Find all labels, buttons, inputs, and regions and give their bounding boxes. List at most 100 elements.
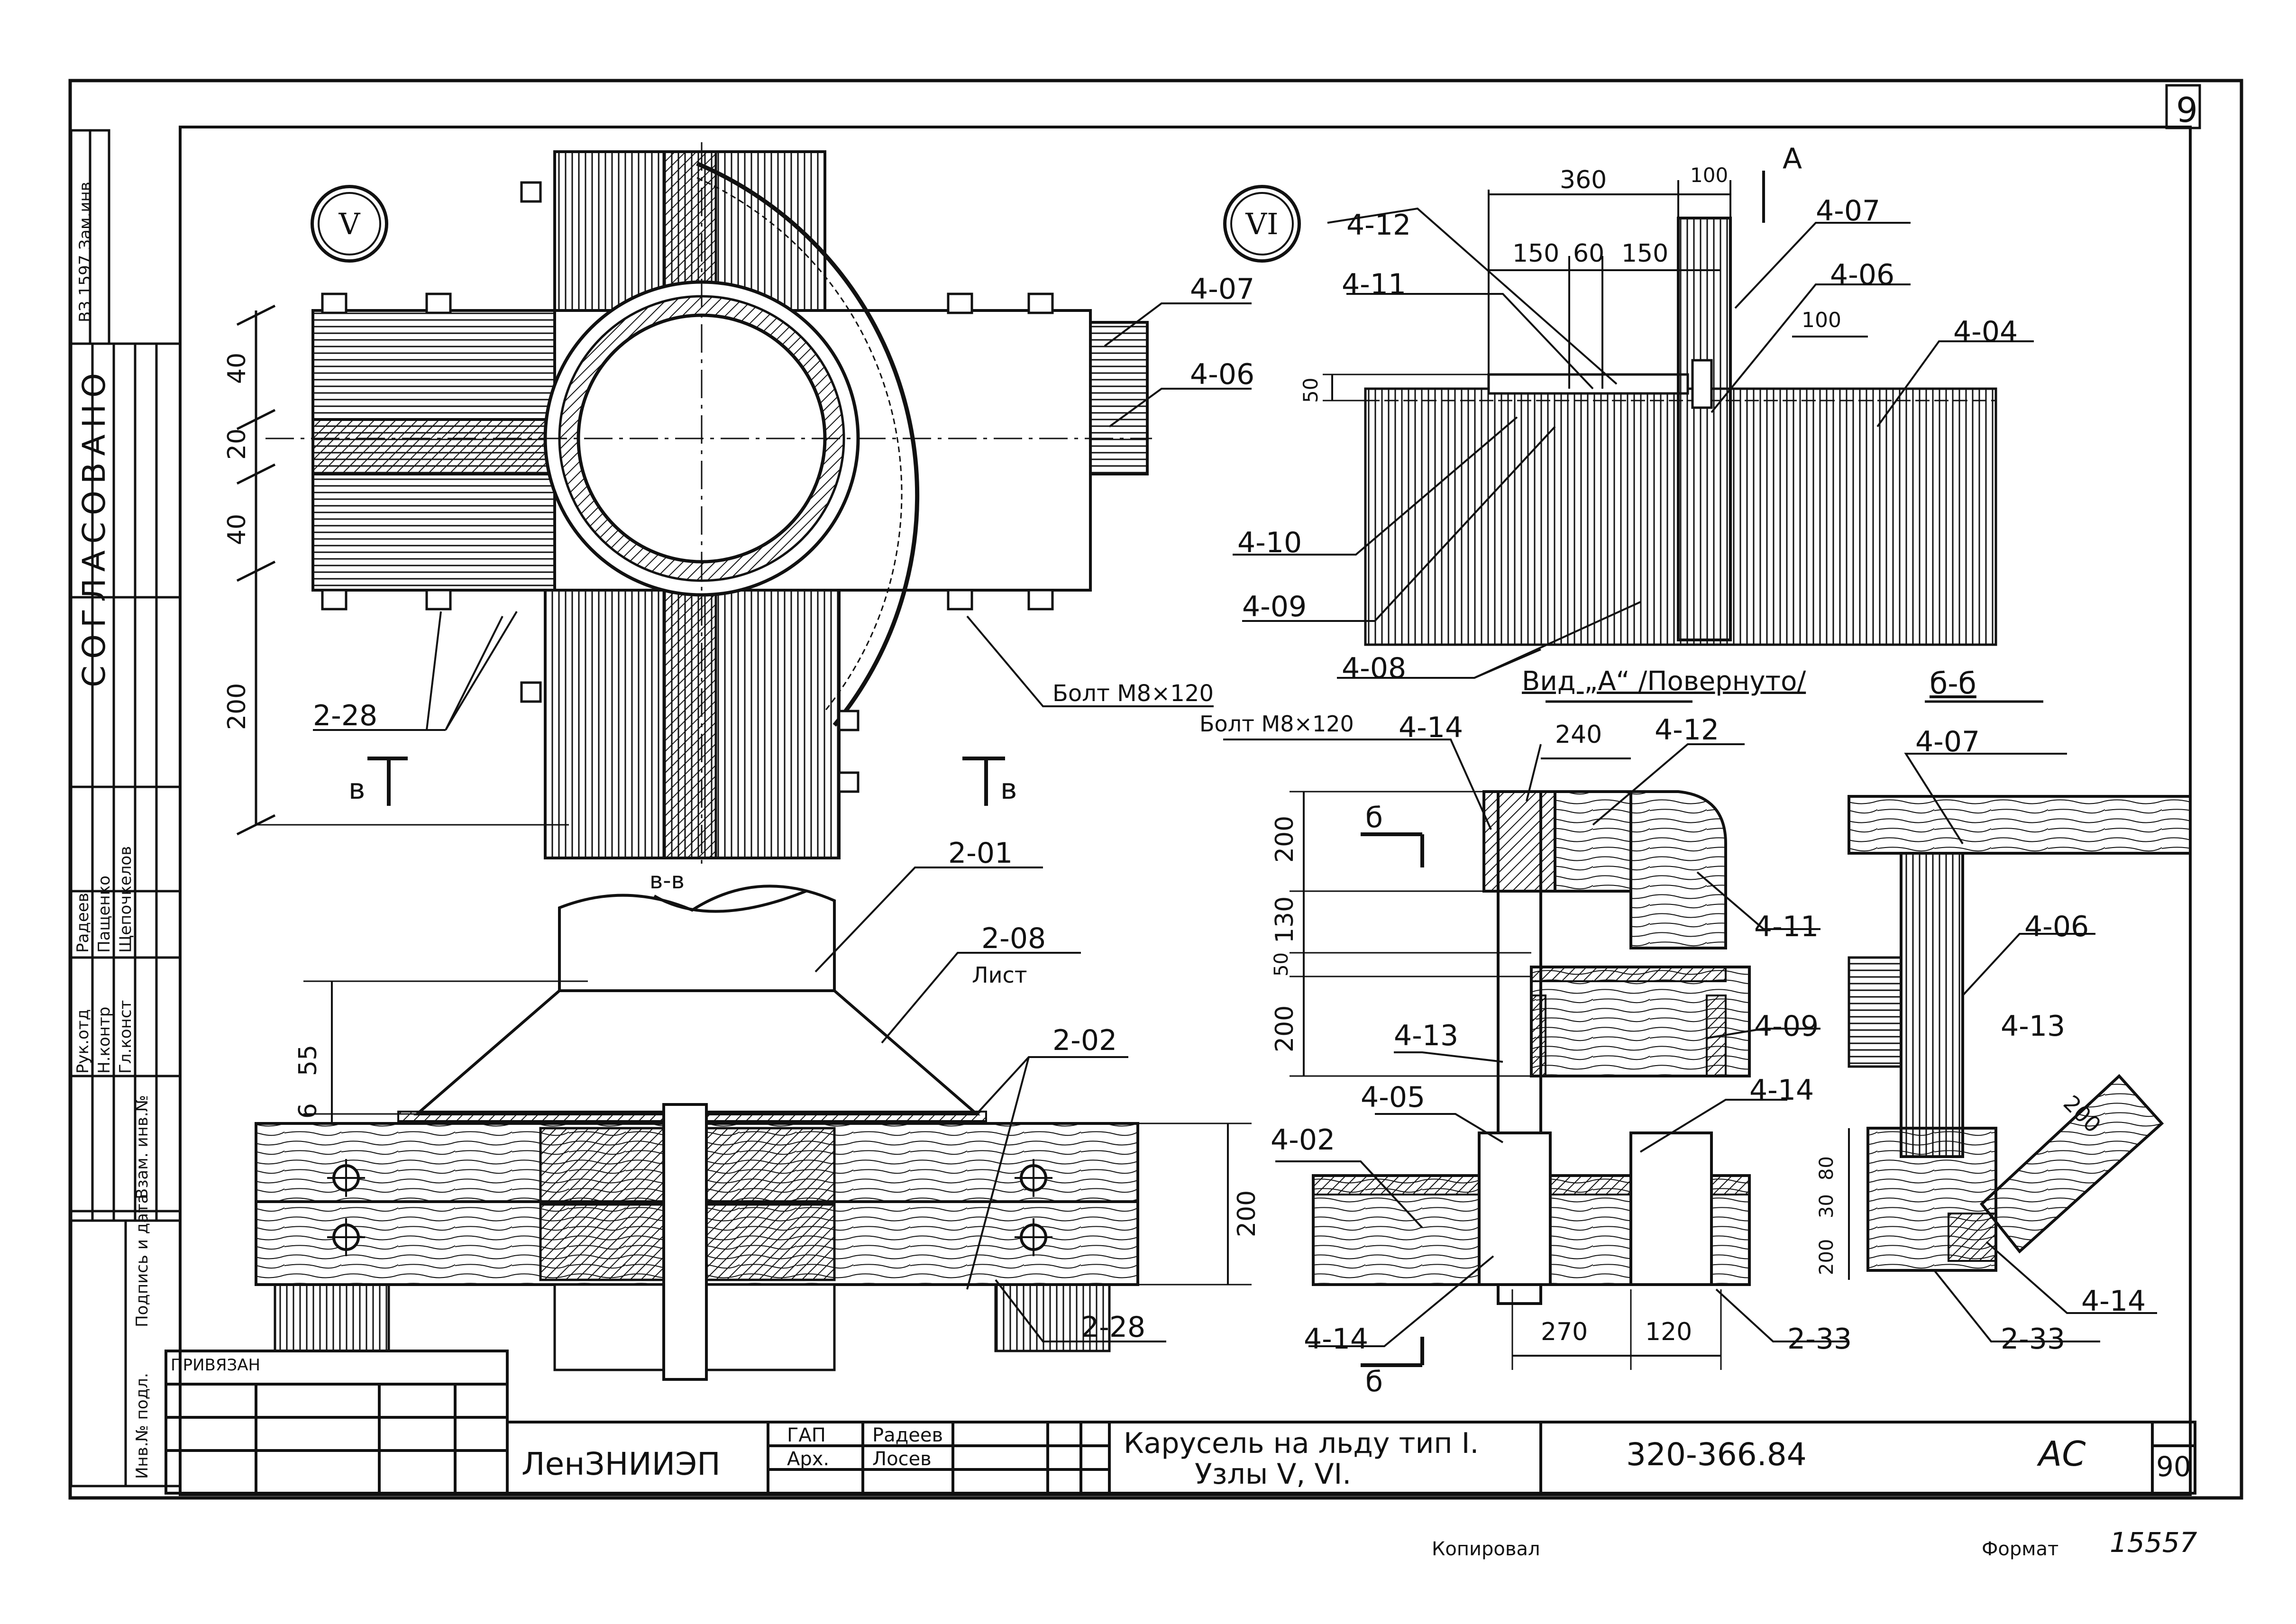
- section-bb-label-2-33a: 2-33: [1787, 1323, 1852, 1356]
- stage-code: АС: [2039, 1434, 2086, 1474]
- arch-name: Лосев: [872, 1448, 932, 1470]
- section-vv-label-2-08: 2-08: [981, 922, 1046, 955]
- node-vi-view-title: Вид „А“ /Повернуто/: [1522, 666, 1806, 697]
- node-vi-label-4-04: 4-04: [1953, 315, 2018, 348]
- organization-name: ЛенЗНИИЭП: [521, 1446, 721, 1482]
- node-v-cut-right: в: [1000, 773, 1017, 806]
- gap-label: ГАП: [787, 1424, 826, 1446]
- section-bb-dim-270: 270: [1541, 1318, 1588, 1346]
- section-bb-label-4-12: 4-12: [1655, 713, 1720, 747]
- node-v-label-4-06: 4-06: [1190, 358, 1255, 391]
- section-bb-dim-200a: 200: [1271, 815, 1299, 863]
- section-bb-label-4-14c: 4-14: [1749, 1074, 1814, 1107]
- section-bb-label-4-13a: 4-13: [1394, 1019, 1459, 1052]
- document-code: 320-366.84: [1626, 1436, 1807, 1473]
- node-vi-dim-60: 60: [1573, 239, 1605, 268]
- node-v-dim-20: 20: [223, 428, 251, 460]
- gap-name: Радеев: [872, 1424, 943, 1446]
- copied-label: Копировал: [1432, 1538, 1540, 1560]
- section-bb-dim-50: 50: [1271, 952, 1292, 976]
- left-strip: [70, 129, 182, 1487]
- section-bb-dim-30: 30: [1816, 1194, 1838, 1218]
- section-bb-dim-200c: 200: [1816, 1239, 1838, 1275]
- node-vi-dim-150b: 150: [1621, 239, 1669, 268]
- section-bb-label-4-07: 4-07: [1915, 725, 1980, 758]
- node-v-marker: V: [311, 185, 388, 263]
- section-bb-cut-bottom: б: [1365, 1365, 1383, 1398]
- node-vi-dim-150a: 150: [1512, 239, 1560, 268]
- arch-label: Арх.: [787, 1448, 830, 1470]
- name-3: Щепочкелов: [116, 846, 135, 953]
- node-v-drawing: [236, 142, 1252, 867]
- inv-label-2: Подпись и дата: [133, 1194, 152, 1327]
- section-bb-label-4-14b: 4-14: [1304, 1323, 1369, 1356]
- section-bb-label-2-33b: 2-33: [2001, 1323, 2066, 1356]
- inv-label-1: Инв.№ подл.: [133, 1373, 152, 1479]
- section-bb-label-4-13b: 4-13: [2001, 1010, 2066, 1043]
- node-v-label-4-07: 4-07: [1190, 273, 1255, 306]
- node-vi-dim-50: 50: [1299, 377, 1322, 403]
- node-vi-marker-a: А: [1783, 142, 1802, 175]
- section-bb-dim-240: 240: [1555, 721, 1602, 749]
- node-vi-label-4-10: 4-10: [1237, 526, 1302, 559]
- node-v-bolt-label: Болт М8×120: [1052, 680, 1214, 707]
- section-bb-label-4-05: 4-05: [1361, 1081, 1426, 1114]
- sheet-number: 9: [2176, 90, 2198, 130]
- sheet-corner-number: 90: [2156, 1451, 2191, 1483]
- name-1: Радеев: [73, 893, 92, 953]
- node-vi-drawing: [1233, 171, 2043, 703]
- section-bb-dim-80: 80: [1816, 1156, 1838, 1180]
- section-vv-dim-200: 200: [1233, 1190, 1261, 1237]
- node-v-label-2-28: 2-28: [313, 699, 378, 732]
- section-vv-drawing: [255, 867, 1252, 1381]
- title-block: [165, 1350, 2196, 1495]
- node-v-dim-40a: 40: [223, 352, 251, 384]
- privyazan-label: ПРИВЯЗАН: [171, 1356, 261, 1375]
- section-vv-label-2-01: 2-01: [948, 837, 1013, 870]
- node-v-marker-text: V: [338, 206, 360, 241]
- node-vi-label-4-07: 4-07: [1816, 194, 1881, 228]
- node-v-cut-left: в: [348, 773, 366, 806]
- section-bb-label-4-11: 4-11: [1754, 910, 1819, 943]
- section-bb-title: б-б: [1930, 666, 1976, 701]
- node-v-dim-40b: 40: [223, 513, 251, 545]
- node-vi-dim-100b: 100: [1802, 308, 1841, 332]
- node-vi-dim-360: 360: [1560, 166, 1607, 194]
- inv-label-3: Взам. инв.№: [133, 1095, 152, 1199]
- drawing-title-line2: Узлы V, VI.: [1195, 1458, 1352, 1491]
- role-3: Гл.конст: [116, 1000, 135, 1074]
- role-1: Рук.отд: [73, 1009, 92, 1074]
- section-bb-label-4-02: 4-02: [1271, 1123, 1336, 1157]
- section-vv-label-2-02: 2-02: [1052, 1024, 1117, 1057]
- section-bb-dim-120: 120: [1645, 1318, 1692, 1346]
- node-v-dim-200: 200: [223, 683, 251, 730]
- section-bb-label-4-14d: 4-14: [2081, 1285, 2146, 1318]
- section-bb-dim-130: 130: [1271, 896, 1299, 943]
- section-bb-label-4-06: 4-06: [2024, 910, 2089, 943]
- section-vv-label-2-28: 2-28: [1081, 1311, 1146, 1344]
- node-vi-marker: VI: [1223, 185, 1301, 263]
- drawing-title-line1: Карусель на льду тип I.: [1124, 1427, 1479, 1460]
- section-vv-title: в-в: [649, 867, 685, 894]
- node-vi-label-4-11: 4-11: [1342, 268, 1407, 301]
- section-bb-drawing: [1223, 739, 2192, 1370]
- section-bb-label-4-14a: 4-14: [1399, 711, 1464, 744]
- format-number: 15557: [2110, 1526, 2197, 1559]
- node-vi-label-4-06: 4-06: [1830, 258, 1895, 292]
- node-vi-label-4-12: 4-12: [1346, 209, 1411, 242]
- section-bb-dim-200b: 200: [1271, 1005, 1299, 1052]
- node-vi-dim-100a: 100: [1690, 164, 1729, 187]
- section-bb-bolt-label: Болт М8×120: [1199, 711, 1354, 737]
- format-label: Формат: [1982, 1538, 2059, 1560]
- node-vi-label-4-09: 4-09: [1242, 590, 1307, 623]
- stamp-top: ВЗ 1597 Зам.инв: [76, 182, 95, 322]
- section-vv-label-list: Лист: [972, 962, 1027, 988]
- role-2: Н.контр: [95, 1006, 114, 1074]
- section-vv-dim-55: 55: [294, 1044, 322, 1076]
- node-vi-marker-text: VI: [1245, 206, 1279, 241]
- section-vv-dim-6: 6: [294, 1103, 322, 1119]
- name-2: Пащенко: [95, 876, 114, 953]
- section-bb-cut-top: б: [1365, 801, 1383, 834]
- soglasovano-label: СОГЛАСОВАНО: [76, 366, 112, 687]
